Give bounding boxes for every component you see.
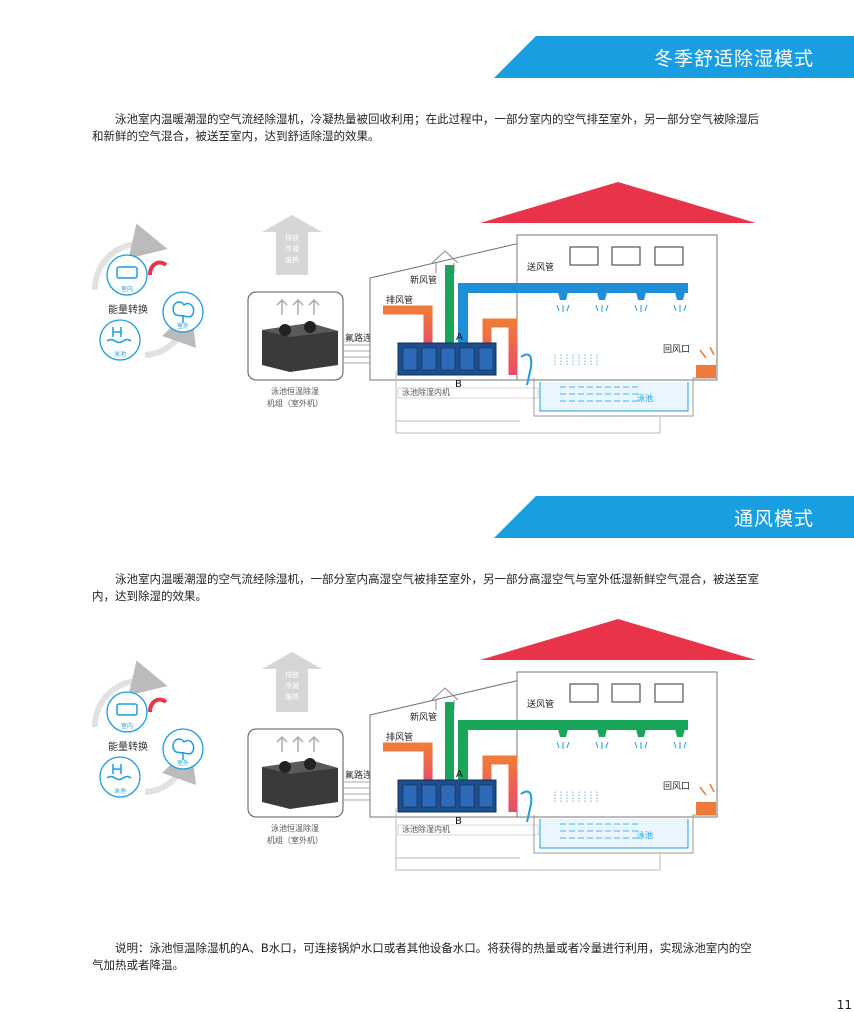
window (654, 246, 684, 266)
window (611, 246, 641, 266)
description-winter: 泳池室内温暖潮湿的空气流经除湿机，冷凝热量被回收利用；在此过程中，一部分室内的空… (92, 112, 759, 143)
label-outdoor-unit-1: 泳池恒温除湿 (271, 386, 319, 396)
window (611, 683, 641, 703)
label-pool: 泳池 (114, 787, 126, 795)
label-pool-water: 泳池 (637, 393, 653, 403)
label-exhaust-2: 冷凝 (285, 681, 299, 690)
label-indoor: 室内 (121, 722, 133, 730)
label-port-b: B (455, 816, 462, 827)
label-return-vent: 回风口 (663, 781, 690, 792)
description-ventilation: 泳池室内温暖潮湿的空气流经除湿机，一部分室内高湿空气被排至室外，另一部分高湿空气… (92, 572, 759, 603)
energy-arrow-icon (148, 260, 168, 276)
outdoor-tree-icon (162, 291, 204, 333)
indoor-bed-icon (106, 254, 148, 296)
label-exhaust-1: 排放 (285, 233, 299, 242)
banner-title: 冬季舒适除湿模式 (653, 48, 814, 70)
water-pipe (395, 371, 661, 434)
window (569, 246, 599, 266)
indoor-bed-icon (106, 691, 148, 733)
label-exhaust-1: 排放 (285, 670, 299, 679)
label-outdoor-unit-2: 机组（室外机） (267, 398, 323, 408)
diagram-winter: 室内室外泳池能量转换排放冷凝废热泳池恒温除湿机组（室外机）氟路连管排风管新风管送… (0, 175, 854, 459)
label-fresh-air-duct: 新风管 (410, 711, 437, 723)
label-exhaust-3: 废热 (285, 255, 299, 264)
pool-ladder-icon (99, 319, 141, 361)
energy-arrow-icon (148, 697, 168, 713)
label-exhaust-3: 废热 (285, 692, 299, 701)
label-energy-conversion: 能量转换 (108, 740, 148, 753)
label-return-vent: 回风口 (663, 344, 690, 355)
label-outdoor-unit-1: 泳池恒温除湿 (271, 823, 319, 833)
label-exhaust-duct: 排风管 (386, 731, 413, 743)
label-fresh-air-duct: 新风管 (410, 274, 437, 286)
label-exhaust-2: 冷凝 (285, 244, 299, 253)
return-vent: 回风口 (663, 344, 716, 378)
roof (480, 619, 756, 660)
label-port-a: A (456, 769, 463, 780)
window (654, 683, 684, 703)
pool: 泳池 (520, 790, 717, 854)
label-port-b: B (455, 379, 462, 390)
mode-banner-winter: 冬季舒适除湿模式 (494, 36, 854, 78)
label-pool: 泳池 (114, 350, 126, 358)
label-outdoor: 室外 (177, 759, 189, 767)
label-indoor: 室内 (121, 285, 133, 293)
water-pipe (395, 808, 661, 871)
label-port-a: A (456, 332, 463, 343)
note-text: 说明：泳池恒温除湿机的A、B水口，可连接锅炉水口或者其他设备水口。将获得的热量或… (92, 941, 752, 972)
label-outdoor: 室外 (177, 322, 189, 330)
duct-system: 排风管 新风管 送风管 (383, 698, 688, 812)
return-vent: 回风口 (663, 781, 716, 815)
label-exhaust-duct: 排风管 (386, 294, 413, 306)
page-number: 11 (836, 998, 852, 1012)
mode-banner-ventilation: 通风模式 (494, 496, 854, 538)
banner-title: 通风模式 (733, 508, 814, 530)
label-indoor-unit: 泳池除湿内机 (402, 824, 450, 834)
indoor-unit: A B 泳池除湿内机 (397, 332, 539, 399)
indoor-unit: A B 泳池除湿内机 (397, 769, 539, 836)
label-supply-duct: 送风管 (527, 698, 554, 710)
label-indoor-unit: 泳池除湿内机 (402, 387, 450, 397)
pool: 泳池 (520, 353, 717, 417)
label-energy-conversion: 能量转换 (108, 303, 148, 316)
label-outdoor-unit-2: 机组（室外机） (267, 835, 323, 845)
outdoor-tree-icon (162, 728, 204, 770)
diagram-ventilation: 室内室外泳池能量转换排放冷凝废热泳池恒温除湿机组（室外机）氟路连管排风管新风管送… (0, 612, 854, 896)
pool-ladder-icon (99, 756, 141, 798)
roof (480, 182, 756, 223)
duct-system: 排风管 新风管 送风管 (383, 261, 688, 375)
window (569, 683, 599, 703)
label-pool-water: 泳池 (637, 830, 653, 840)
label-supply-duct: 送风管 (527, 261, 554, 273)
